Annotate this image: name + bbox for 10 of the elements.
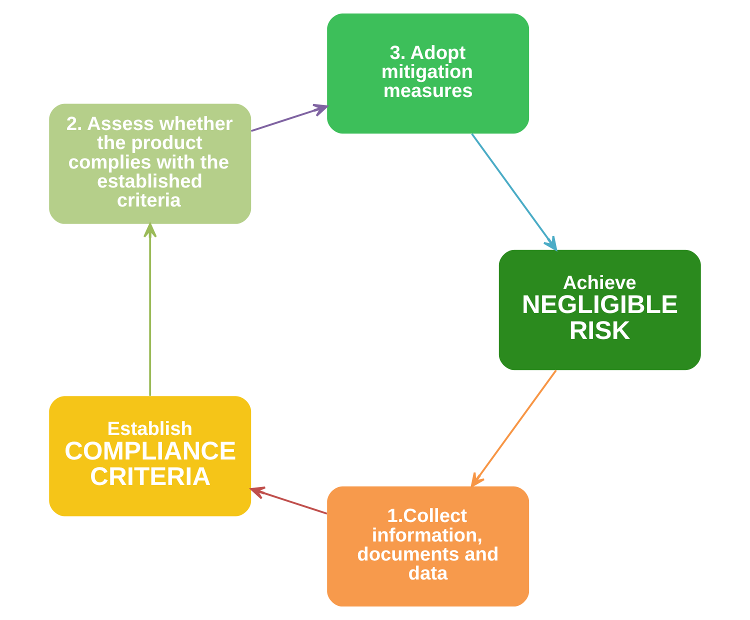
node-box: Establish COMPLIANCE CRITERIA bbox=[49, 396, 252, 516]
node-box: 3. Adopt mitigation measures bbox=[327, 13, 530, 134]
node-box: 1.Collect information, documents and data bbox=[327, 486, 530, 607]
arrow bbox=[250, 104, 328, 132]
node-box: Achieve NEGLIGIBLE RISK bbox=[498, 250, 701, 370]
arrow bbox=[143, 223, 157, 396]
arrow bbox=[250, 486, 328, 515]
arrow bbox=[471, 133, 558, 251]
arrow bbox=[470, 370, 557, 488]
node-box: 2. Assess whether the product complies with the established criteria bbox=[49, 104, 252, 224]
